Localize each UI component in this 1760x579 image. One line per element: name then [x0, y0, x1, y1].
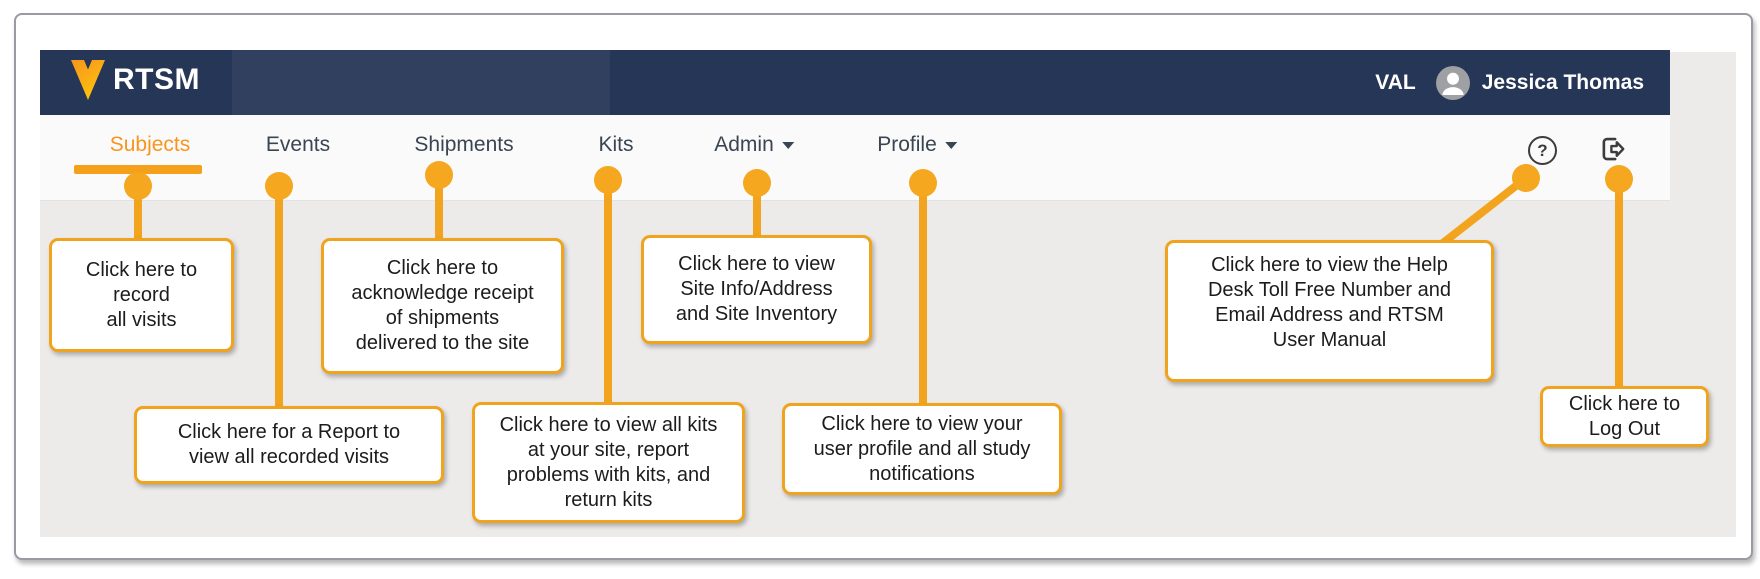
tab-profile[interactable]: Profile	[877, 133, 957, 157]
tab-shipments[interactable]: Shipments	[414, 133, 513, 157]
tab-subjects[interactable]: Subjects	[110, 133, 191, 157]
user-name: Jessica Thomas	[1481, 70, 1644, 94]
tab-admin-label: Admin	[714, 133, 774, 156]
callout-shipments: Click here to acknowledge receipt of shi…	[321, 238, 564, 374]
tab-shipments-label: Shipments	[414, 133, 514, 156]
logout-icon[interactable]	[1596, 134, 1628, 164]
callout-subjects: Click here to record all visits	[49, 238, 234, 352]
tab-kits[interactable]: Kits	[598, 133, 633, 157]
chevron-down-icon	[781, 141, 794, 149]
tab-subjects-label: Subjects	[109, 133, 191, 156]
chevron-down-icon	[944, 141, 957, 149]
tab-admin[interactable]: Admin	[714, 133, 794, 157]
slide-border: RTSM VAL Jessica Thomas Subjects Events	[14, 13, 1753, 560]
callout-logout: Click here to Log Out	[1540, 386, 1709, 447]
nav-bar: Subjects Events Shipments Kits Admin Pro…	[40, 115, 1670, 201]
callout-kits: Click here to view all kits at your site…	[472, 402, 745, 523]
header-highlight	[232, 50, 610, 115]
logo-text: RTSM	[113, 63, 200, 96]
app-header: RTSM VAL Jessica Thomas	[40, 50, 1670, 115]
tab-events-label: Events	[265, 133, 331, 156]
callout-profile: Click here to view your user profile and…	[782, 403, 1062, 495]
rtsm-logo: RTSM	[70, 59, 200, 101]
tab-profile-label: Profile	[877, 133, 937, 156]
callout-help: Click here to view the Help Desk Toll Fr…	[1165, 240, 1494, 382]
help-icon[interactable]: ?	[1528, 136, 1557, 165]
tab-kits-label: Kits	[598, 133, 634, 156]
environment-label: VAL	[1375, 70, 1416, 94]
callout-events: Click here for a Report to view all reco…	[134, 406, 444, 484]
active-tab-underline	[74, 165, 202, 174]
header-right-group: VAL Jessica Thomas	[1375, 50, 1644, 115]
person-icon	[1442, 72, 1464, 95]
callout-admin: Click here to view Site Info/Address and…	[641, 235, 872, 344]
avatar[interactable]	[1435, 65, 1470, 100]
tab-events[interactable]: Events	[266, 133, 330, 157]
help-glyph: ?	[1537, 140, 1548, 160]
rtsm-logo-v-icon	[71, 60, 105, 100]
